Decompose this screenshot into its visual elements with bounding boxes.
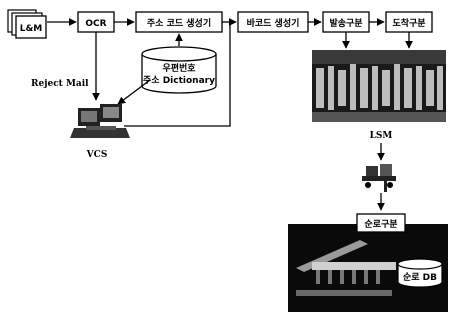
- arrow-db-vcs: [118, 80, 150, 104]
- arrival-sort-box: 도착구분: [386, 12, 432, 32]
- route-sort-box: 순로구분: [357, 214, 405, 232]
- postal-code-database: 우편번호 주소 Dictionary: [142, 47, 216, 93]
- mail-stack-label: L&M: [20, 24, 43, 34]
- address-code-generator-box: 주소 코드 생성기: [136, 12, 222, 32]
- ocr-label: OCR: [85, 19, 106, 29]
- barcode-generator-box: 바코드 생성기: [238, 12, 308, 32]
- reject-mail-label: Reject Mail: [31, 79, 89, 89]
- mail-cart-icon: [362, 164, 396, 192]
- barcode-generator-label: 바코드 생성기: [247, 17, 300, 29]
- lsm-label: LSM: [370, 131, 393, 141]
- ocr-box: OCR: [78, 12, 114, 32]
- route-sort-label: 순로구분: [364, 219, 397, 230]
- dispatch-sort-label: 발송구분: [329, 17, 362, 29]
- mail-stack-icon: L&M: [8, 10, 46, 38]
- postal-db-line2: 주소 Dictionary: [143, 75, 215, 86]
- address-code-generator-label: 주소 코드 생성기: [147, 17, 211, 29]
- arrival-sort-label: 도착구분: [392, 17, 425, 29]
- vcs-label: VCS: [86, 150, 108, 160]
- postal-db-line1: 우편번호: [162, 62, 196, 74]
- route-database: 순로 DB: [398, 259, 442, 287]
- route-db-label: 순로 DB: [403, 272, 437, 283]
- vcs-workstation-icon: [70, 104, 130, 138]
- letter-sorting-machine-photo: [312, 50, 446, 122]
- dispatch-sort-box: 발송구분: [323, 12, 369, 32]
